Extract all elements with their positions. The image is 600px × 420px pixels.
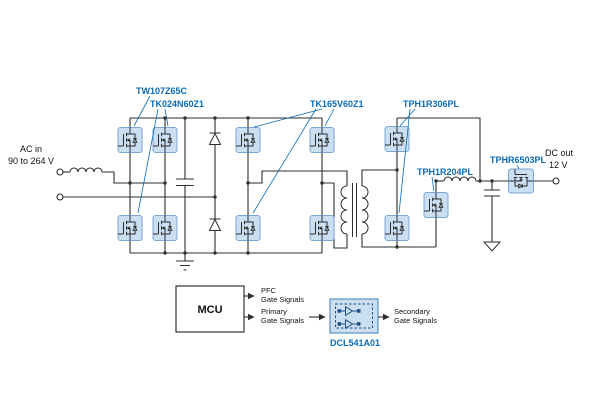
llc-mosfet-4: [309, 215, 335, 241]
sr-mosfet-bottom: [384, 215, 410, 241]
part-label-tw107z65c: TW107Z65C: [136, 86, 188, 96]
secondary-gate-label-1: Secondary: [394, 307, 430, 316]
output-oring-mosfet: [508, 168, 534, 194]
llc-mosfet-1: [235, 127, 261, 153]
circuit-wiring: [63, 117, 553, 271]
pfc-mosfet-4: [152, 215, 178, 241]
part-label-tphr6503pl: TPHR6503PL: [490, 155, 547, 165]
control-section: MCU PFC Gate Signals Primary Gate Signal…: [175, 285, 437, 334]
llc-mosfet-2: [235, 215, 261, 241]
output-inductor: [443, 176, 477, 182]
primary-gate-label-2: Gate Signals: [261, 316, 304, 325]
primary-gate-label-1: Primary: [261, 307, 287, 316]
part-label-tph1r306pl: TPH1R306PL: [403, 99, 460, 109]
ac-in-label: AC in: [20, 144, 42, 154]
part-label-dcl541a01: DCL541A01: [330, 338, 380, 348]
sr-mosfet-top: [384, 126, 410, 152]
rectifier-diodes: [208, 118, 222, 253]
dc-out-terminal: [552, 177, 560, 185]
label-leaders: [133, 95, 520, 214]
part-label-tph1r204pl: TPH1R204PL: [417, 167, 474, 177]
ground-symbol-secondary: [482, 241, 502, 252]
pfc-mosfet-3: [152, 127, 178, 153]
digital-isolator-block: [329, 298, 379, 334]
ac-terminal-neutral: [56, 193, 64, 201]
part-label-tk024n60z1: TK024N60Z1: [150, 99, 204, 109]
dc-out-label: DC out: [545, 148, 574, 158]
mcu-label: MCU: [197, 304, 222, 316]
ground-symbol-primary: [176, 253, 194, 271]
part-label-tk165v60z1: TK165V60Z1: [310, 99, 364, 109]
pfc-gate-label-2: Gate Signals: [261, 295, 304, 304]
mcu-block: [175, 285, 245, 333]
input-inductor: [69, 167, 103, 173]
pfc-mosfet-2: [117, 215, 143, 241]
pfc-gate-label-1: PFC: [261, 286, 277, 295]
dc-voltage-label: 12 V: [549, 160, 568, 170]
ac-range-label: 90 to 264 V: [8, 156, 54, 166]
sr-mosfet-mid: [423, 192, 449, 218]
llc-mosfet-3: [309, 127, 335, 153]
junction-dots: [128, 116, 494, 255]
output-capacitor: [484, 181, 500, 242]
secondary-gate-label-2: Gate Signals: [394, 316, 437, 325]
transformer: [340, 183, 369, 237]
ac-terminal-line: [56, 168, 64, 176]
pfc-mosfet-1: [117, 127, 143, 153]
bus-capacitor: [176, 118, 194, 253]
